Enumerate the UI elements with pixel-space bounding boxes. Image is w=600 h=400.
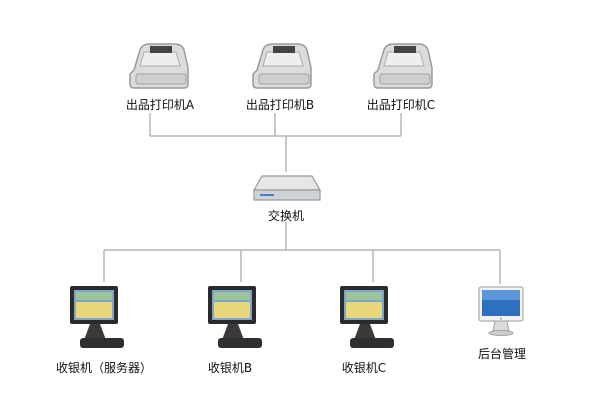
printer-label-a: 出品打印机A bbox=[125, 98, 195, 112]
pos-terminal-icon bbox=[340, 286, 394, 348]
terminal-label-c: 收银机C bbox=[341, 361, 387, 375]
printer-icon bbox=[129, 43, 189, 89]
printer-label-b: 出品打印机B bbox=[245, 98, 315, 112]
printer-label-c: 出品打印机C bbox=[366, 98, 436, 112]
printer-icon bbox=[252, 43, 312, 89]
pos-terminal-icon bbox=[70, 286, 124, 348]
printer-icon bbox=[373, 43, 433, 89]
switch-label: 交换机 bbox=[267, 209, 305, 223]
terminal-label-server: 收银机（服务器） bbox=[55, 361, 153, 375]
pos-terminal-icon bbox=[208, 286, 262, 348]
terminal-label-b: 收银机B bbox=[207, 361, 253, 375]
switch-icon bbox=[252, 175, 322, 201]
backend-label: 后台管理 bbox=[477, 347, 527, 361]
monitor-icon bbox=[478, 286, 524, 336]
